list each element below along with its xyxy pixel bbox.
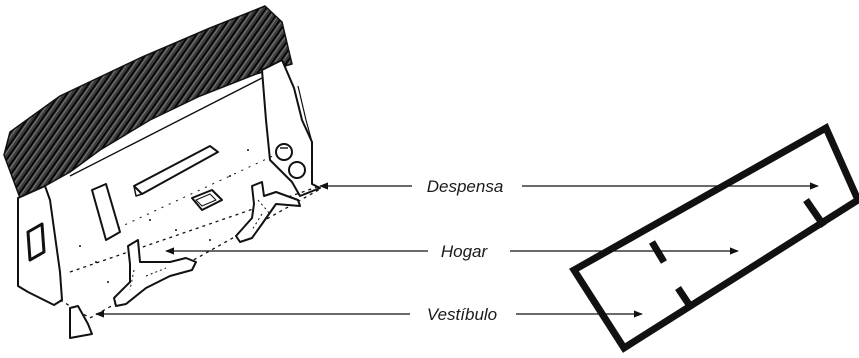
- hogar-label: Hogar: [441, 242, 489, 261]
- window: [26, 222, 46, 262]
- plan-divider-upper: [648, 240, 668, 264]
- storage-pot: [275, 143, 293, 161]
- plan-divider-back: [803, 198, 827, 228]
- despensa-label: Despensa: [427, 177, 504, 196]
- hogar-callout: Hogar: [165, 242, 739, 261]
- y-partition-left: [113, 239, 197, 307]
- floor-plan: [569, 123, 859, 353]
- vestibulo-callout: Vestíbulo: [95, 305, 643, 324]
- vestibulo-label: Vestíbulo: [427, 305, 497, 324]
- plan-outer-wall: [569, 123, 859, 353]
- plan-divider-lower: [675, 286, 693, 308]
- interior-post: [91, 183, 121, 241]
- despensa-callout: Despensa: [319, 177, 819, 196]
- thatched-roof: [3, 5, 293, 199]
- right-wall: [261, 59, 321, 197]
- house-illustration: [3, 5, 323, 339]
- entrance-slab: [69, 305, 93, 339]
